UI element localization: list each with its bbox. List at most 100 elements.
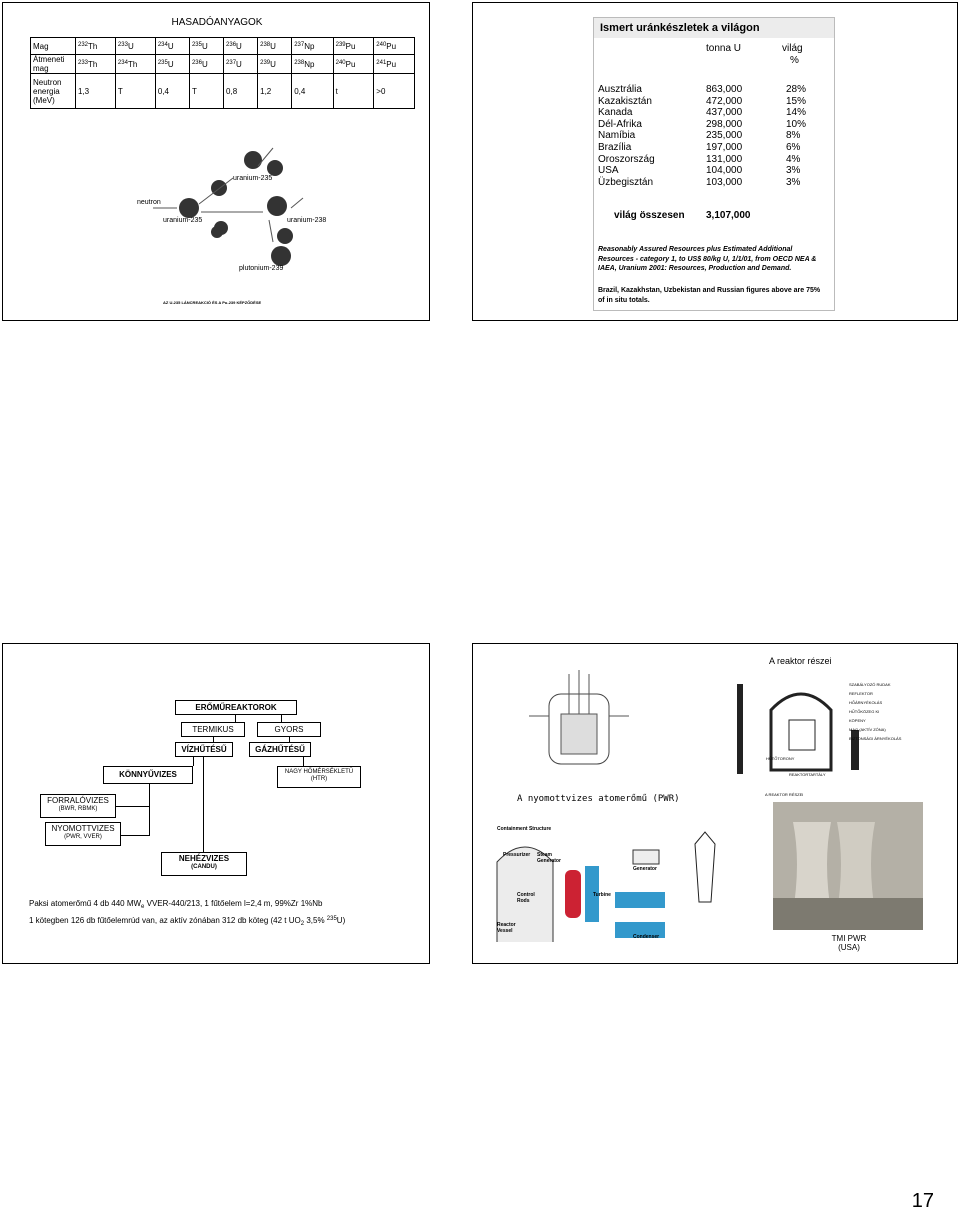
- htr-box: NAGY HŐMÉRSÉKLETŰ(HTR): [277, 766, 361, 788]
- part-label: HŐÁRNYÉKOLÁS: [849, 698, 901, 707]
- slide-title: HASADÓANYAGOK: [3, 17, 431, 28]
- reserve-tonnes: 104,000: [706, 165, 742, 177]
- table-cell: t: [333, 74, 374, 109]
- row-label: Neutron energia (MeV): [31, 74, 76, 109]
- gas-cooled-box: GÁZHŰTÉSŰ: [249, 742, 311, 757]
- table-cell: 1,3: [76, 74, 116, 109]
- tmi-caption: TMI PWR(USA): [819, 934, 879, 952]
- pwr-caption: A nyomottvizes atomerőmű (PWR): [517, 794, 680, 804]
- reserve-country: Kazakisztán: [598, 96, 652, 108]
- table-cell: 232Th: [76, 38, 116, 55]
- reserve-tonnes: 863,000: [706, 84, 742, 96]
- pwr-box: NYOMOTTVIZES(PWR, VVER): [45, 822, 121, 846]
- table-cell: >0: [374, 74, 415, 109]
- table-cell: 234Th: [115, 55, 155, 74]
- paks-line-2: 1 kötegben 126 db fűtőelemrúd van, az ak…: [29, 916, 345, 927]
- table-cell: 240Pu: [333, 55, 374, 74]
- turbine-label: Turbine: [593, 892, 611, 898]
- bwr-box: FORRALÓVIZES(BWR, RBMK): [40, 794, 116, 818]
- reserve-country: Ausztrália: [598, 84, 642, 96]
- slide-reactor-types: ERŐMŰREAKTOROK TERMIKUS GYORS VÍZHŰTÉSŰ …: [2, 643, 430, 964]
- reactor-vessel-label: Reactor Vessel: [497, 922, 517, 934]
- part-label: KÖPENY: [849, 716, 901, 725]
- table-cell: T: [115, 74, 155, 109]
- row-label: Átmeneti mag: [31, 55, 76, 74]
- table-cell: 237U: [224, 55, 258, 74]
- power-reactors-box: ERŐMŰREAKTOROK: [175, 700, 297, 715]
- vessel-label: REAKTORTARTÁLY: [789, 772, 826, 777]
- thermal-box: TERMIKUS: [181, 722, 245, 737]
- table-row: Átmeneti mag 233Th 234Th 235U 236U 237U …: [31, 55, 415, 74]
- figures-note: Brazil, Kazakhstan, Uzbekistan and Russi…: [598, 286, 828, 305]
- reserve-tonnes: 131,000: [706, 154, 742, 166]
- table-cell: 233Th: [76, 55, 116, 74]
- tmi-photo: [773, 802, 923, 930]
- col-header-tonnes: tonna U: [706, 43, 741, 54]
- reserve-tonnes: 437,000: [706, 107, 742, 119]
- page-number: 17: [912, 1190, 934, 1213]
- u235-label: uranium-235: [233, 175, 272, 182]
- reserve-country: Üzbegisztán: [598, 177, 653, 189]
- chain-reaction-diagram: [133, 128, 353, 298]
- reserve-country: Brazília: [598, 142, 631, 154]
- u235-label: uranium-235: [163, 217, 202, 224]
- reserve-tonnes: 197,000: [706, 142, 742, 154]
- containment-label: Containment Structure: [497, 826, 551, 832]
- table-cell: 239U: [258, 55, 292, 74]
- table-cell: 0,4: [292, 74, 333, 109]
- table-cell: 234U: [155, 38, 189, 55]
- water-cooled-box: VÍZHŰTÉSŰ: [175, 742, 233, 757]
- table-cell: 236U: [189, 55, 223, 74]
- part-label: SZABÁLYOZÓ RUDAK: [849, 680, 901, 689]
- reserve-country: Kanada: [598, 107, 632, 119]
- reserve-country: USA: [598, 165, 619, 177]
- reserve-pct: 14%: [786, 107, 806, 119]
- reserve-pct: 8%: [786, 130, 800, 142]
- reserve-country: Oroszország: [598, 154, 655, 166]
- pressurizer-label: Pressurizer: [503, 852, 530, 858]
- world-total-value: 3,107,000: [706, 210, 751, 221]
- isotope-table: Mag 232Th 233U 234U 235U 236U 238U 237Np…: [30, 37, 415, 109]
- steam-generator-label: Steam Generator: [537, 852, 577, 864]
- reserve-tonnes: 472,000: [706, 96, 742, 108]
- table-cell: 239Pu: [333, 38, 374, 55]
- table-cell: 237Np: [292, 38, 333, 55]
- reserve-country: Namíbia: [598, 130, 635, 142]
- reserve-pct: 3%: [786, 165, 800, 177]
- table-cell: 235U: [155, 55, 189, 74]
- slide-reactor-parts: A reaktor részei A nyomottvizes atomerőm…: [472, 643, 958, 964]
- col-header-world: világ: [782, 43, 803, 54]
- slide-uranium-reserves: Ismert uránkészletek a világon tonna U v…: [472, 2, 958, 321]
- table-cell: 236U: [224, 38, 258, 55]
- table-cell: 1,2: [258, 74, 292, 109]
- u238-label: uranium-238: [287, 217, 326, 224]
- heavy-water-box: NEHÉZVIZES(CANDU): [161, 852, 247, 876]
- reserve-tonnes: 298,000: [706, 119, 742, 131]
- reserve-country: Dél-Afrika: [598, 119, 642, 131]
- reserve-tonnes: 235,000: [706, 130, 742, 142]
- cooling-tower-label: HŰTŐTORONY: [766, 756, 794, 761]
- world-total-label: világ összesen: [614, 210, 685, 221]
- neutron-label: neutron: [137, 199, 161, 206]
- reserve-tonnes: 103,000: [706, 177, 742, 189]
- paks-line-1: Paksi atomerőmű 4 db 440 MWe VVER-440/21…: [29, 899, 322, 910]
- reserve-pct: 28%: [786, 84, 806, 96]
- part-label: REFLEKTOR: [849, 689, 901, 698]
- diagram-caption: AZ U-235 LÁNCREAKCIÓ ÉS A Pu-239 KÉPZŐDÉ…: [163, 300, 261, 305]
- table-cell: 0,8: [224, 74, 258, 109]
- table-cell: 240Pu: [374, 38, 415, 55]
- pu239-label: plutonium-239: [239, 265, 283, 272]
- control-rods-label: Control Rods: [517, 892, 537, 904]
- reserve-pct: 6%: [786, 142, 800, 154]
- light-water-box: KÖNNYŰVIZES: [103, 766, 193, 784]
- source-note: Reasonably Assured Resources plus Estima…: [598, 245, 828, 274]
- reserve-pct: 15%: [786, 96, 806, 108]
- table-cell: 235U: [189, 38, 223, 55]
- part-label: MAG (AKTÍV ZÓNA): [849, 725, 901, 734]
- row-label: Mag: [31, 38, 76, 55]
- table-cell: 238U: [258, 38, 292, 55]
- condenser-label: Condenser: [633, 934, 659, 940]
- slide-fissile-materials: HASADÓANYAGOK Mag 232Th 233U 234U 235U 2…: [2, 2, 430, 321]
- reserve-pct: 4%: [786, 154, 800, 166]
